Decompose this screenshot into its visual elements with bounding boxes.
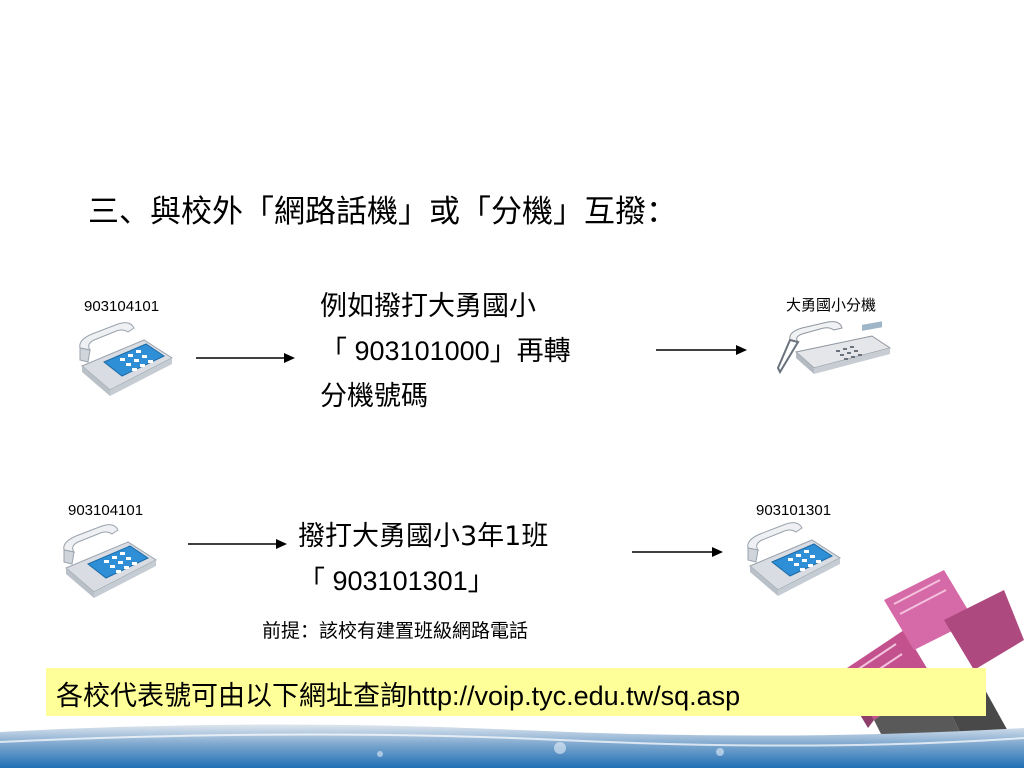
caller-number-2: 903104101 <box>68 502 144 519</box>
target-number-2: 903101301 <box>756 502 832 519</box>
dial-instruction-1-line3: 分機號碼 <box>320 381 428 412</box>
desk-phone-icon <box>747 522 841 596</box>
office-phone-icon <box>776 321 892 375</box>
dial-instruction-1-line2: 「 903101000」再轉 <box>320 336 571 366</box>
prerequisite-note: 前提：該校有建置班級網路電話 <box>262 620 529 642</box>
dial-instruction-2-line1: 撥打大勇國小3年1班 <box>298 521 549 552</box>
lookup-url-text: 各校代表號可由以下網址查詢 <box>56 681 407 712</box>
arrow-right-icon <box>656 345 747 355</box>
dial-instruction-2: 撥打大勇國小3年1班 「 903101301」 <box>298 514 548 604</box>
target-extension-label: 大勇國小分機 <box>786 297 877 314</box>
slide-title: 三、與校外「網路話機」或「分機」互撥： <box>88 194 677 230</box>
footer-wave-band <box>0 724 1024 768</box>
dial-instruction-1: 例如撥打大勇國小 「 903101000」再轉 分機號碼 <box>320 284 571 419</box>
dial-instruction-2-line2: 「 903101301」 <box>298 566 495 596</box>
desk-phone-icon <box>63 524 157 598</box>
dial-instruction-1-line1: 例如撥打大勇國小 <box>320 291 536 322</box>
lookup-url-banner: 各校代表號可由以下網址查詢http://voip.tyc.edu.tw/sq.a… <box>46 668 986 716</box>
desk-phone-icon <box>79 322 173 396</box>
arrow-right-icon <box>196 353 295 363</box>
lookup-url-link[interactable]: http://voip.tyc.edu.tw/sq.asp <box>407 681 741 711</box>
arrow-right-icon <box>188 539 287 549</box>
caller-number-1: 903104101 <box>84 298 160 315</box>
arrow-right-icon <box>632 547 723 557</box>
